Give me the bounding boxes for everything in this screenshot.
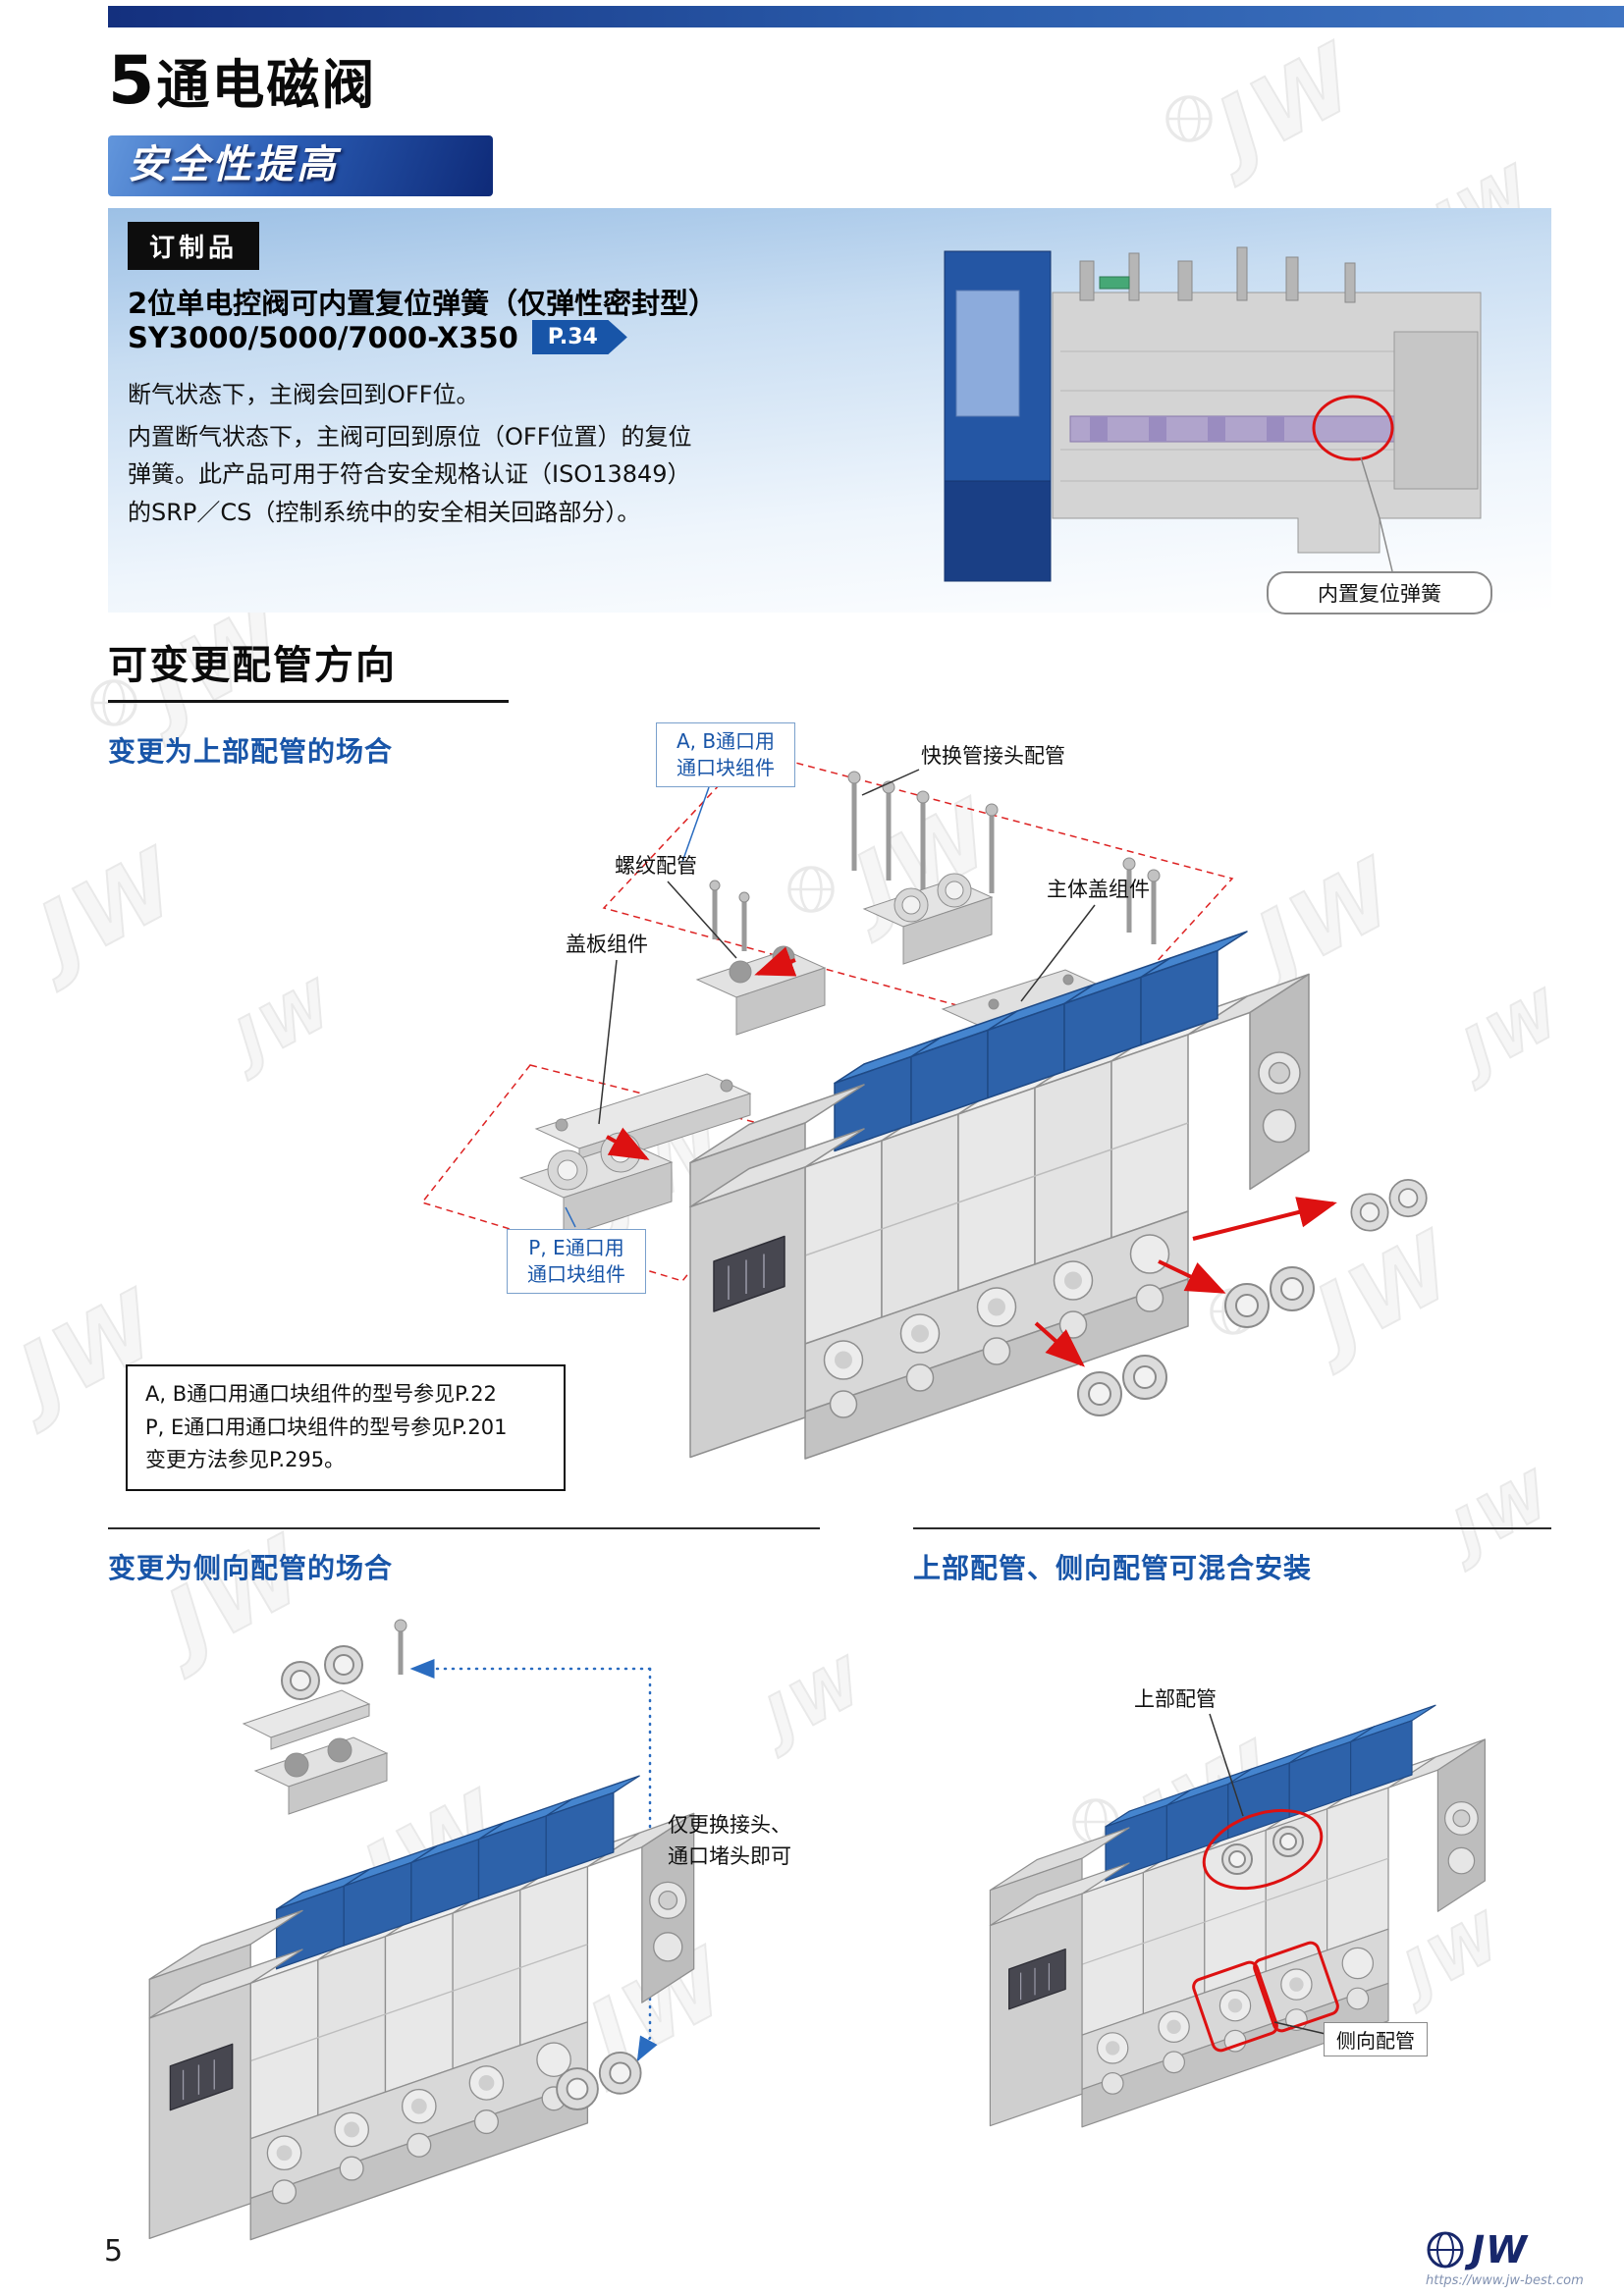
safety-banner: 安全性提高 xyxy=(108,135,493,196)
subtitle-side-piping: 变更为侧向配管的场合 xyxy=(108,1552,394,1584)
model-row: SY3000/5000/7000-X350 P.34 xyxy=(128,320,627,354)
section-title-piping: 可变更配管方向 xyxy=(108,633,509,703)
side-piping-diagram: 仅更换接头、 通口堵头即可 xyxy=(108,1618,815,2261)
side-note-line1: 仅更换接头、 xyxy=(668,1813,791,1837)
divider-left xyxy=(108,1527,820,1529)
label-cover-plate: 盖板组件 xyxy=(566,933,648,956)
top-piping-drawing xyxy=(420,750,1428,1460)
model-number: SY3000/5000/7000-X350 xyxy=(128,320,518,354)
product-body: 内置断气状态下，主阀可回到原位（OFF位置）的复位弹簧。此产品可用于符合安全规格… xyxy=(128,423,692,526)
watermark-text: JW xyxy=(1200,24,1376,185)
mixed-piping-diagram: 上部配管 侧向配管 xyxy=(913,1657,1551,2133)
reference-note-box: A, B通口用通口块组件的型号参见P.22 P, E通口用通口块组件的型号参见P… xyxy=(126,1364,566,1491)
label-pe-line2: 通口块组件 xyxy=(527,1262,625,1286)
label-ab-port-block: A, B通口用 通口块组件 xyxy=(656,722,795,787)
spring-callout-label: 内置复位弹簧 xyxy=(1267,571,1492,614)
top-accent-bar xyxy=(108,6,1624,27)
mixed-piping-drawing xyxy=(989,1704,1487,2128)
brand-globe-icon xyxy=(1427,2231,1464,2269)
top-piping-highlight-circle xyxy=(1202,1808,1324,1891)
brand-url[interactable]: https://www.jw-best.com xyxy=(1426,2273,1584,2288)
page-title-number: 5 xyxy=(108,42,157,120)
footer-brand: JW https://www.jw-best.com xyxy=(1426,2228,1584,2288)
page-title-text: 通电磁阀 xyxy=(156,54,377,116)
label-pe-port-block: P, E通口用 通口块组件 xyxy=(507,1229,646,1294)
top-piping-diagram: A, B通口用 通口块组件 快换管接头配管 螺纹配管 主体盖组件 盖板组件 P,… xyxy=(108,717,1551,1507)
label-side-piping: 侧向配管 xyxy=(1324,2022,1428,2056)
side-note-line2: 通口堵头即可 xyxy=(668,1843,791,1868)
valve-cross-section-image xyxy=(944,246,1482,582)
custom-product-panel: 订制品 2位单电控阀可内置复位弹簧（仅弹性密封型） SY3000/5000/70… xyxy=(108,208,1551,614)
side-piping-note: 仅更换接头、 通口堵头即可 xyxy=(668,1810,825,1872)
label-quick-fitting: 快换管接头配管 xyxy=(921,744,1065,768)
label-top-piping: 上部配管 xyxy=(1134,1687,1217,1711)
side-piping-drawing xyxy=(148,1619,695,2241)
note-line: 变更方法参见P.295。 xyxy=(145,1448,346,1472)
page-title: 5通电磁阀 xyxy=(108,41,376,120)
page-ref-badge[interactable]: P.34 xyxy=(531,320,627,354)
watermark-globe-icon xyxy=(1165,95,1213,142)
side-piping-highlight-box xyxy=(1192,1960,1278,2053)
spring-highlight-circle xyxy=(1312,395,1394,461)
page-number: 5 xyxy=(104,2234,124,2269)
product-heading: 2位单电控阀可内置复位弹簧（仅弹性密封型） xyxy=(128,287,718,320)
label-body-cover: 主体盖组件 xyxy=(1047,878,1150,901)
subtitle-top-piping: 变更为上部配管的场合 xyxy=(108,735,394,768)
brand-logo-text: JW xyxy=(1471,2228,1529,2271)
side-piping-highlight-box xyxy=(1253,1941,1339,2033)
custom-product-badge: 订制品 xyxy=(128,222,260,270)
label-threaded-piping: 螺纹配管 xyxy=(615,854,697,878)
product-lead: 断气状态下，主阀会回到OFF位。 xyxy=(128,381,480,408)
label-ab-line2: 通口块组件 xyxy=(677,756,775,779)
note-line: P, E通口用通口块组件的型号参见P.201 xyxy=(145,1415,508,1439)
label-pe-line1: P, E通口用 xyxy=(528,1236,624,1259)
subtitle-mixed-piping: 上部配管、侧向配管可混合安装 xyxy=(913,1552,1313,1584)
divider-right xyxy=(913,1527,1551,1529)
note-line: A, B通口用通口块组件的型号参见P.22 xyxy=(145,1382,497,1406)
label-ab-line1: A, B通口用 xyxy=(676,729,776,753)
